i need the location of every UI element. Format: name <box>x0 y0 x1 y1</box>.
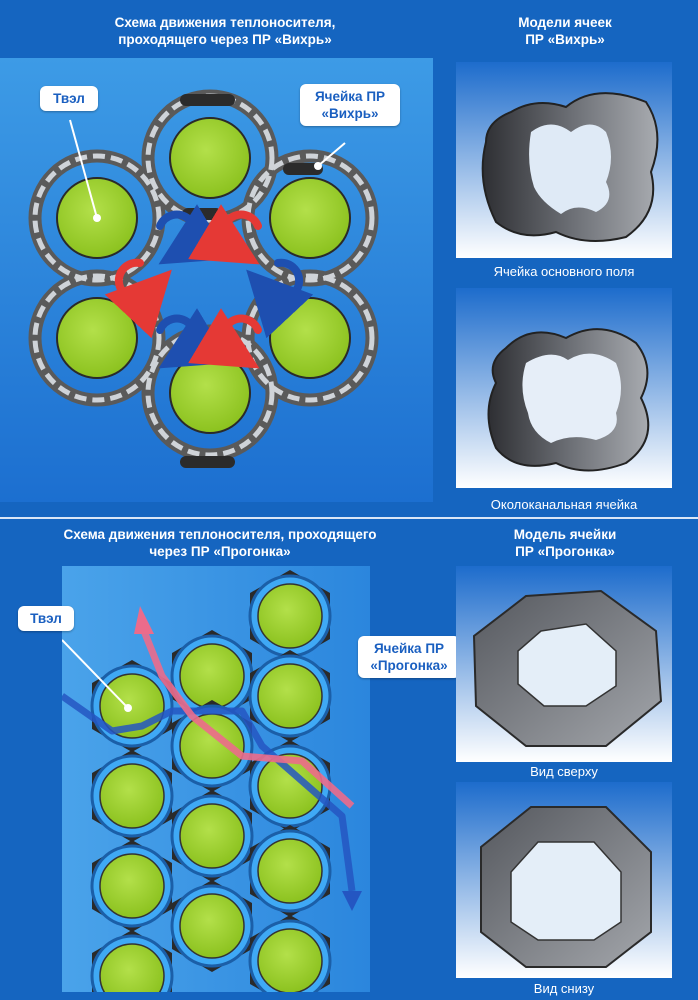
main-field-cell-model <box>456 62 672 258</box>
fuel-rod <box>169 352 251 434</box>
run-model-title: Модель ячейки ПР «Прогонка» <box>460 526 670 560</box>
run-cell-label-line2: «Прогонка» <box>370 658 448 673</box>
cell-connector <box>180 456 235 468</box>
run-flow-scheme <box>62 566 370 992</box>
flow-path-red <box>140 629 355 809</box>
flow-swirl-red <box>104 258 172 339</box>
hex-cell <box>170 880 254 972</box>
octagon-cell-opening-bottom <box>510 841 622 941</box>
section-divider <box>0 517 698 519</box>
vortex-flow-diagram <box>0 58 433 502</box>
run-model-title-line2: ПР «Прогонка» <box>515 544 615 559</box>
run-scheme-title-line2: через ПР «Прогонка» <box>149 544 291 559</box>
fuel-rod <box>269 297 351 379</box>
hex-cell <box>170 700 254 792</box>
octagon-cell-opening <box>517 623 617 707</box>
main-field-cell-caption: Ячейка основного поля <box>493 264 635 279</box>
fuel-rod-label: Твэл <box>40 86 98 111</box>
flow-arrowhead-red <box>134 606 154 634</box>
hex-cell <box>248 570 332 662</box>
fuel-rod <box>269 177 351 259</box>
run-cell-top-view <box>456 566 672 762</box>
fuel-rod-label-bottom: Твэл <box>18 606 74 631</box>
vortex-scheme-title: Схема движения теплоносителя, проходящег… <box>40 14 410 48</box>
run-scheme-title: Схема движения теплоносителя, проходящег… <box>10 526 430 560</box>
vortex-scheme-title-line1: Схема движения теплоносителя, <box>114 15 336 30</box>
vortex-flow-scheme <box>0 58 433 502</box>
run-cell-label: Ячейка ПР «Прогонка» <box>358 636 460 678</box>
hex-cell <box>248 650 332 742</box>
run-model-title-line1: Модель ячейки <box>513 527 617 542</box>
hex-cell <box>90 840 174 932</box>
cell-connector <box>283 163 323 175</box>
run-scheme-title-line1: Схема движения теплоносителя, проходящег… <box>63 527 377 542</box>
flow-swirl-red <box>188 308 262 369</box>
cell-connector <box>180 94 235 106</box>
vortex-scheme-title-line2: проходящего через ПР «Вихрь» <box>118 32 332 47</box>
top-view-caption: Вид сверху <box>530 764 598 779</box>
vortex-cell-opening <box>529 124 611 214</box>
edge-cell-caption: Околоканальная ячейка <box>490 497 638 512</box>
vortex-cell-label-line1: Ячейка ПР <box>314 89 386 104</box>
flow-swirl-red <box>188 204 262 265</box>
vortex-models-title-line1: Модели ячеек <box>518 15 612 30</box>
vortex-cell-label-line2: «Вихрь» <box>321 106 379 121</box>
flow-swirl-blue <box>246 258 314 339</box>
hex-cell <box>248 915 332 992</box>
run-cell-bottom-view <box>456 782 672 978</box>
hex-cell <box>90 930 174 992</box>
run-cell-label-line1: Ячейка ПР <box>373 641 445 656</box>
edge-cell-opening <box>522 353 621 443</box>
hex-cell <box>248 740 332 832</box>
hex-cell <box>170 630 254 722</box>
flow-path-blue <box>62 693 356 892</box>
hex-cell <box>170 790 254 882</box>
vortex-models-title-line2: ПР «Вихрь» <box>525 32 605 47</box>
bottom-view-caption: Вид снизу <box>533 981 595 996</box>
edge-cell-model <box>456 288 672 488</box>
hex-cell <box>248 825 332 917</box>
hex-cell <box>90 750 174 842</box>
fuel-rod <box>169 117 251 199</box>
run-flow-diagram <box>62 566 370 992</box>
vortex-cell-label: Ячейка ПР «Вихрь» <box>300 84 400 126</box>
fuel-rod <box>56 297 138 379</box>
vortex-models-title: Модели ячеек ПР «Вихрь» <box>460 14 670 48</box>
flow-arrowhead-blue <box>342 891 362 911</box>
